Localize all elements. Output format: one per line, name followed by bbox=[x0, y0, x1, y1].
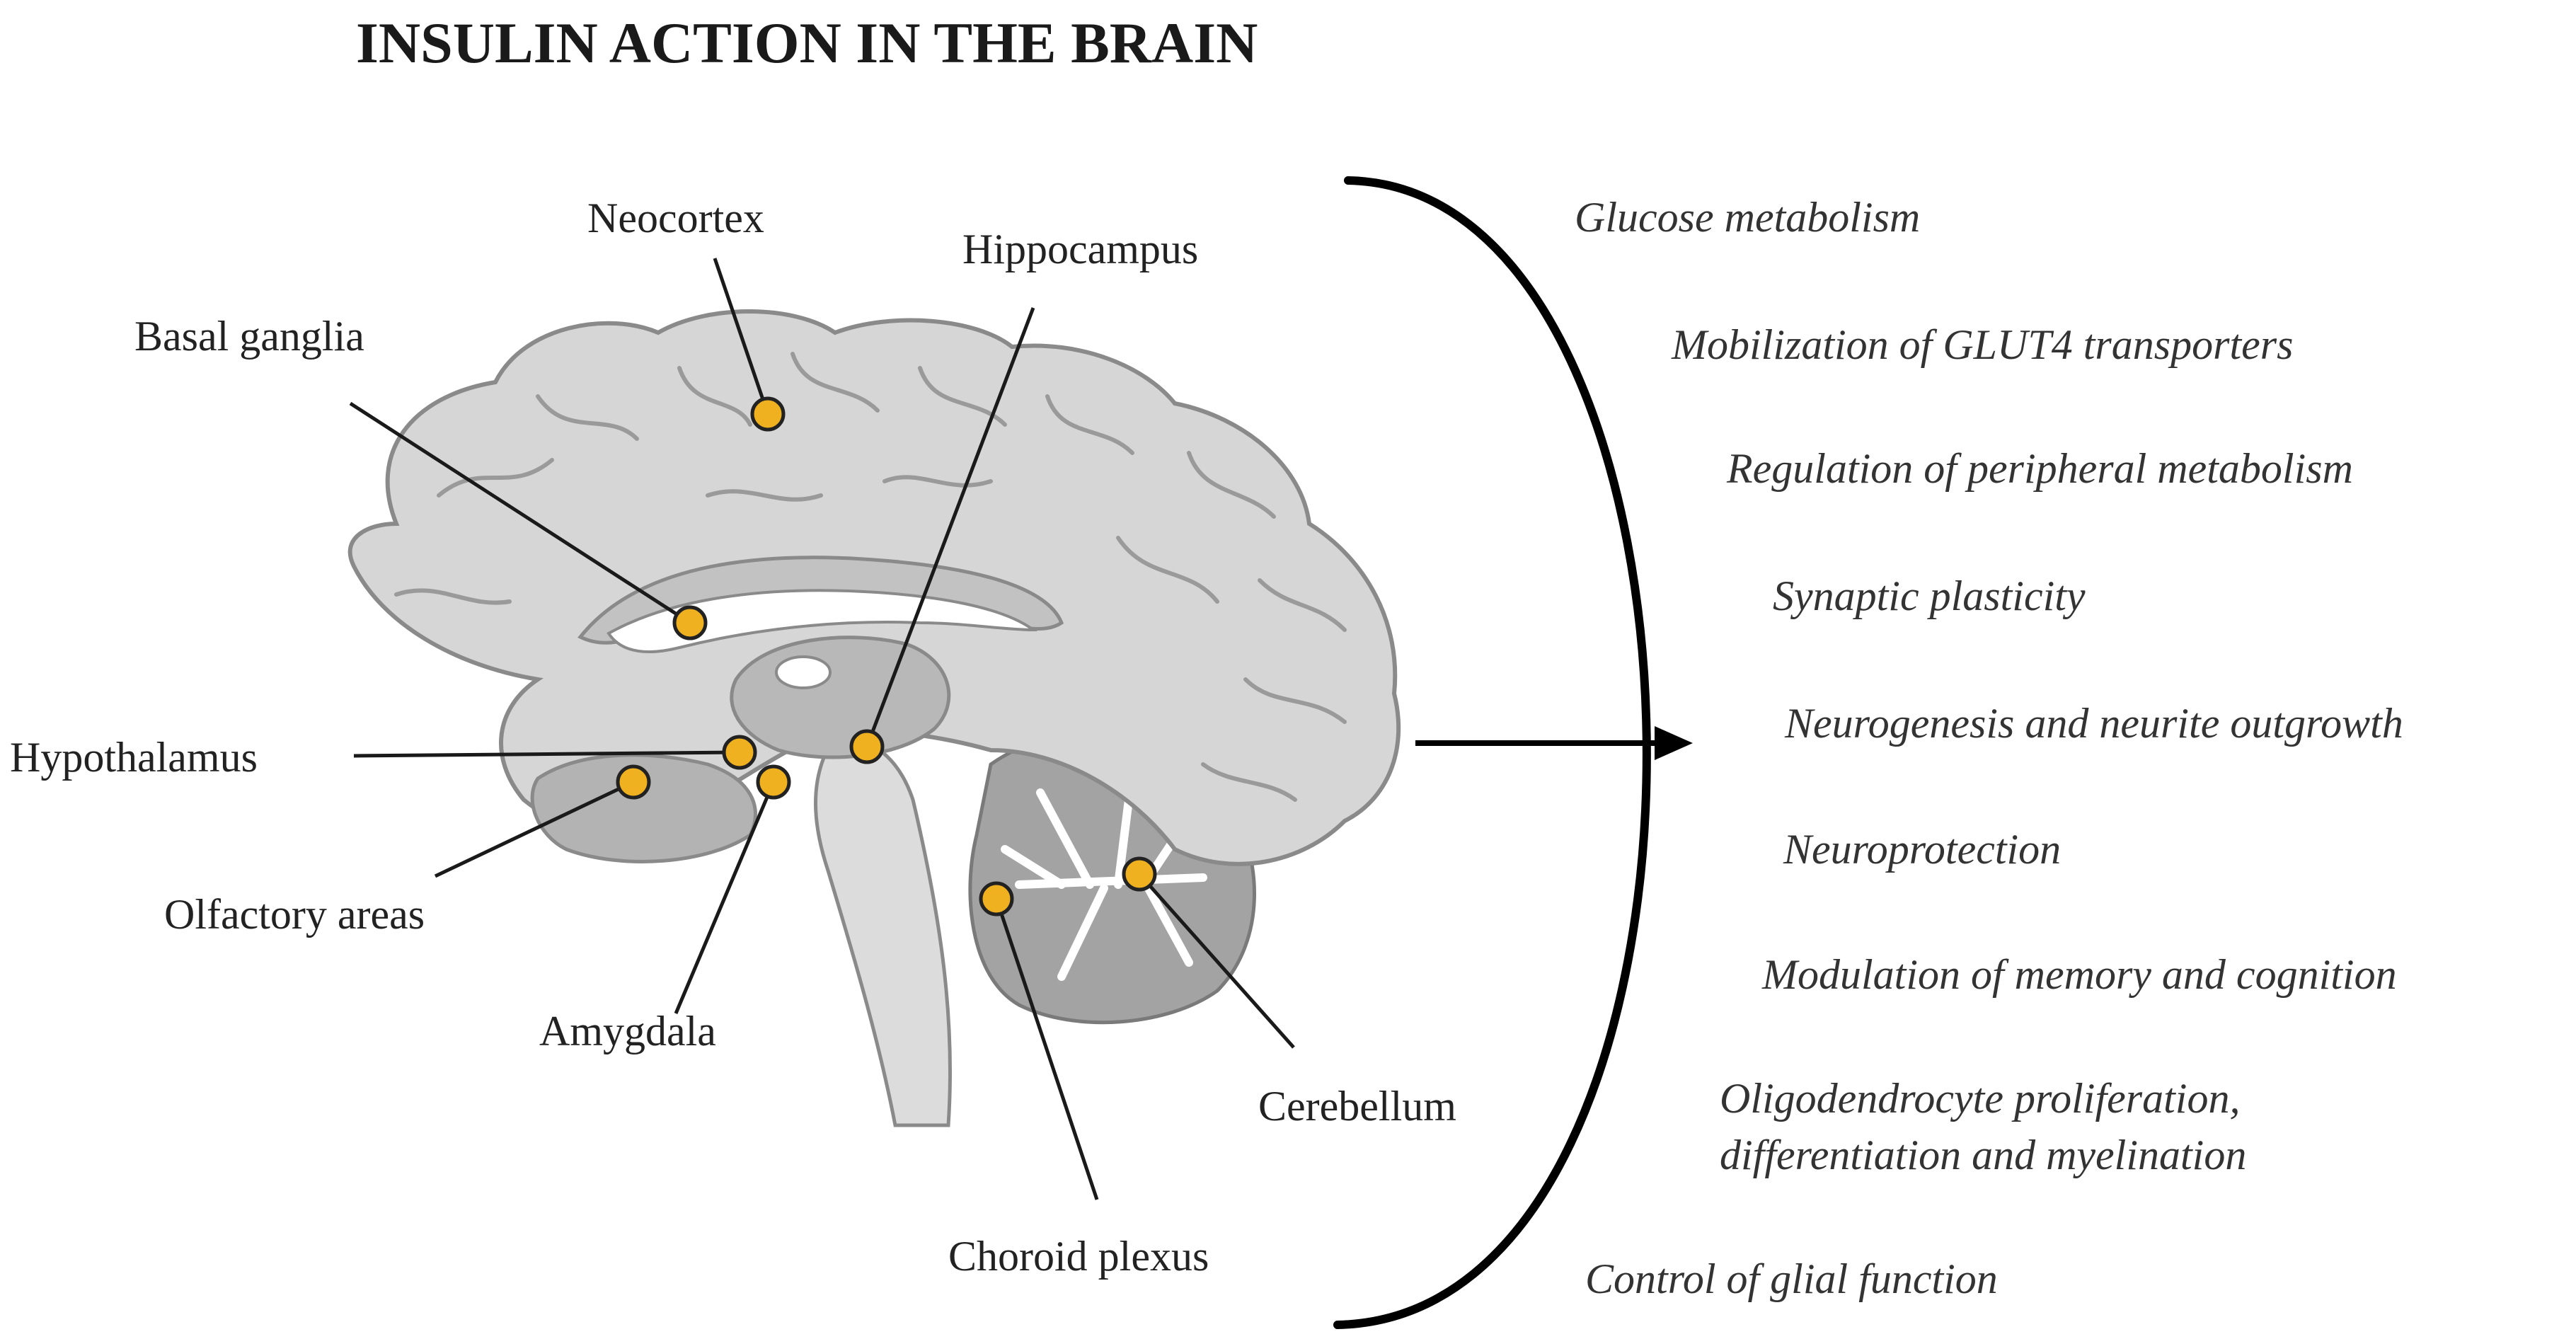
bracket-curve bbox=[1333, 176, 1651, 1329]
leader-basal-ganglia bbox=[349, 401, 691, 625]
brainstem bbox=[814, 734, 953, 1127]
page-title: INSULIN ACTION IN THE BRAIN bbox=[356, 11, 1258, 75]
region-markers bbox=[616, 396, 1157, 916]
leader-hippocampus bbox=[865, 307, 1035, 747]
label-amygdala: Amygdala bbox=[539, 1008, 716, 1054]
leader-cerebellum bbox=[1138, 873, 1295, 1049]
function-item: Control of glial function bbox=[1585, 1255, 1998, 1302]
label-olfactory-areas: Olfactory areas bbox=[164, 891, 425, 938]
marker-basal-ganglia bbox=[672, 605, 708, 640]
leader-olfactory-areas bbox=[434, 780, 635, 878]
leader-hypothalamus bbox=[353, 750, 740, 758]
marker-hippocampus bbox=[849, 729, 885, 764]
label-cerebellum: Cerebellum bbox=[1258, 1083, 1456, 1130]
leader-choroid-plexus bbox=[994, 898, 1099, 1200]
gyri-lines bbox=[394, 352, 1347, 802]
marker-choroid-plexus bbox=[979, 881, 1014, 916]
label-basal-ganglia: Basal ganglia bbox=[134, 313, 364, 360]
function-item: Modulation of memory and cognition bbox=[1762, 951, 2397, 998]
function-item: Glucose metabolism bbox=[1575, 194, 1921, 241]
label-choroid-plexus: Choroid plexus bbox=[948, 1233, 1209, 1280]
brain-illustration bbox=[347, 309, 1401, 1127]
leader-neocortex bbox=[713, 258, 770, 415]
marker-neocortex bbox=[750, 396, 786, 432]
arrow-head-icon bbox=[1655, 726, 1693, 760]
function-item: Neurogenesis and neurite outgrowth bbox=[1785, 700, 2403, 747]
marker-hypothalamus bbox=[722, 735, 757, 770]
thalamus bbox=[730, 636, 951, 759]
label-hippocampus: Hippocampus bbox=[962, 226, 1198, 272]
lateral-ventricle bbox=[606, 589, 1038, 653]
function-item: Regulation of peripheral metabolism bbox=[1727, 445, 2353, 492]
interthalamic-adhesion bbox=[775, 655, 832, 689]
function-item: Oligodendrocyte proliferation, bbox=[1720, 1075, 2241, 1122]
region-labels: Neocortex Hippocampus Basal ganglia Hypo… bbox=[10, 195, 1456, 1280]
function-item: Mobilization of GLUT4 transporters bbox=[1672, 321, 2294, 368]
function-item: Synaptic plasticity bbox=[1773, 573, 2086, 619]
marker-cerebellum bbox=[1122, 856, 1157, 892]
leader-amygdala bbox=[674, 781, 776, 1014]
function-item: Neuroprotection bbox=[1783, 826, 2062, 873]
marker-amygdala bbox=[756, 764, 791, 800]
label-hypothalamus: Hypothalamus bbox=[10, 734, 258, 781]
label-neocortex: Neocortex bbox=[587, 195, 764, 241]
leader-lines bbox=[349, 258, 1295, 1200]
marker-olfactory-areas bbox=[616, 764, 651, 800]
function-item: differentiation and myelination bbox=[1720, 1132, 2247, 1178]
